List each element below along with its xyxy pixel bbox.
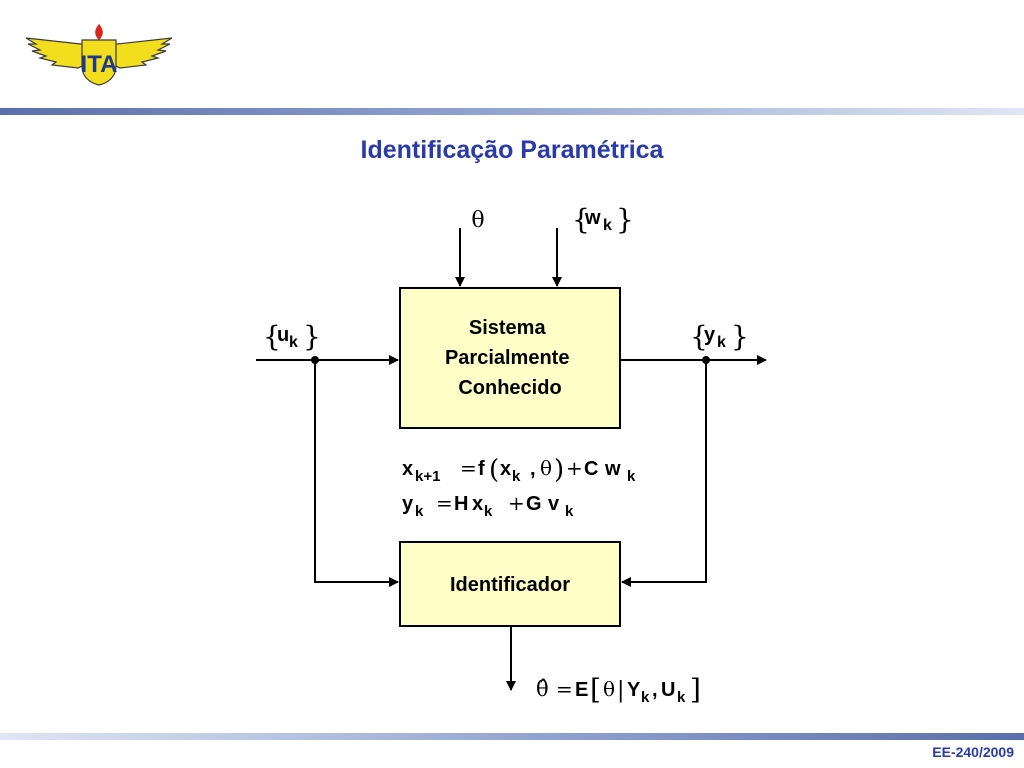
eq1-w: w (604, 458, 621, 480)
ita-logo: ITA (25, 24, 173, 86)
eq1-paren-close: ) (554, 455, 564, 485)
eq2-sub3: k (565, 503, 574, 520)
brace-open: { (263, 320, 281, 353)
input-u-label: { u k } (263, 320, 321, 353)
est-bar: | (617, 678, 624, 703)
est-sub2: k (677, 689, 686, 706)
eq2-equals: = (436, 491, 453, 515)
brace-close: } (616, 203, 634, 236)
eq1-f: f (478, 458, 485, 480)
eq2-sub: k (415, 503, 424, 520)
noise-w-label: { w k } (572, 203, 634, 236)
system-block-line-3: Conhecido (458, 377, 561, 399)
eq2-plus: + (508, 491, 525, 515)
est-sub1: k (641, 689, 650, 706)
est-bracket-open: [ (590, 673, 601, 706)
u-subscript: k (289, 334, 298, 351)
eq1-sub2: k (512, 468, 521, 485)
est-theta-hat: θ̂ (536, 677, 549, 701)
eq1-x: x (402, 458, 413, 480)
brace-close: } (731, 320, 749, 353)
eq1-C: C (584, 458, 598, 480)
est-U: U (661, 679, 675, 701)
logo-flame (95, 24, 103, 40)
eq1-theta: θ (540, 456, 552, 480)
eq2-G: G (526, 493, 542, 515)
w-subscript: k (603, 217, 612, 234)
est-equals: = (556, 677, 573, 701)
est-theta: θ (603, 677, 615, 701)
estimate-equation: θ̂ = E [ θ | Y k , U k ] (536, 673, 701, 706)
eq1-sub: k+1 (415, 468, 440, 485)
state-equation: x k+1 = f ( x k , θ ) + C w k (402, 455, 636, 485)
output-y-label: { y k } (690, 320, 749, 353)
y-subscript: k (717, 334, 726, 351)
logo-shield (81, 39, 117, 86)
est-E: E (575, 679, 588, 701)
eq1-equals: = (460, 456, 477, 480)
footer-bar (0, 733, 1024, 740)
eq1-plus: + (566, 456, 583, 480)
eq1-sub3: k (627, 468, 636, 485)
theta-label: θ (471, 208, 484, 233)
est-Y: Y (627, 679, 641, 701)
output-equation: y k = H x k + G v k (402, 491, 574, 520)
logo-wings (25, 37, 173, 69)
system-block (399, 287, 621, 429)
est-comma: , (652, 679, 658, 701)
eq1-comma: , (530, 458, 536, 480)
brace-close: } (303, 320, 321, 353)
eq1-x2: x (500, 458, 511, 480)
output-feed-line (621, 360, 707, 587)
eq1-paren-open: ( (489, 455, 499, 485)
eq2-v: v (548, 493, 560, 515)
est-bracket-close: ] (690, 673, 701, 706)
u-symbol: u (277, 324, 289, 346)
y-symbol: y (704, 324, 716, 346)
identifier-block-label: Identificador (450, 574, 570, 596)
logo-text: ITA (81, 51, 118, 78)
eq2-x: x (472, 493, 483, 515)
eq2-H: H (454, 493, 468, 515)
system-block-label: Sistema Parcialmente Conhecido (445, 317, 575, 399)
brace-open: { (572, 203, 590, 236)
header-bar (0, 108, 1024, 115)
brace-open: { (690, 320, 708, 353)
eq2-y: y (402, 493, 414, 515)
system-block-line-2: Parcialmente (445, 347, 570, 369)
eq2-sub2: k (484, 503, 493, 520)
slide-title: Identificação Paramétrica (360, 136, 664, 164)
system-block-line-1: Sistema (469, 317, 547, 339)
input-feed-line (314, 360, 399, 587)
w-symbol: w (584, 207, 601, 229)
footer-course-code: EE-240/2009 (932, 744, 1014, 760)
